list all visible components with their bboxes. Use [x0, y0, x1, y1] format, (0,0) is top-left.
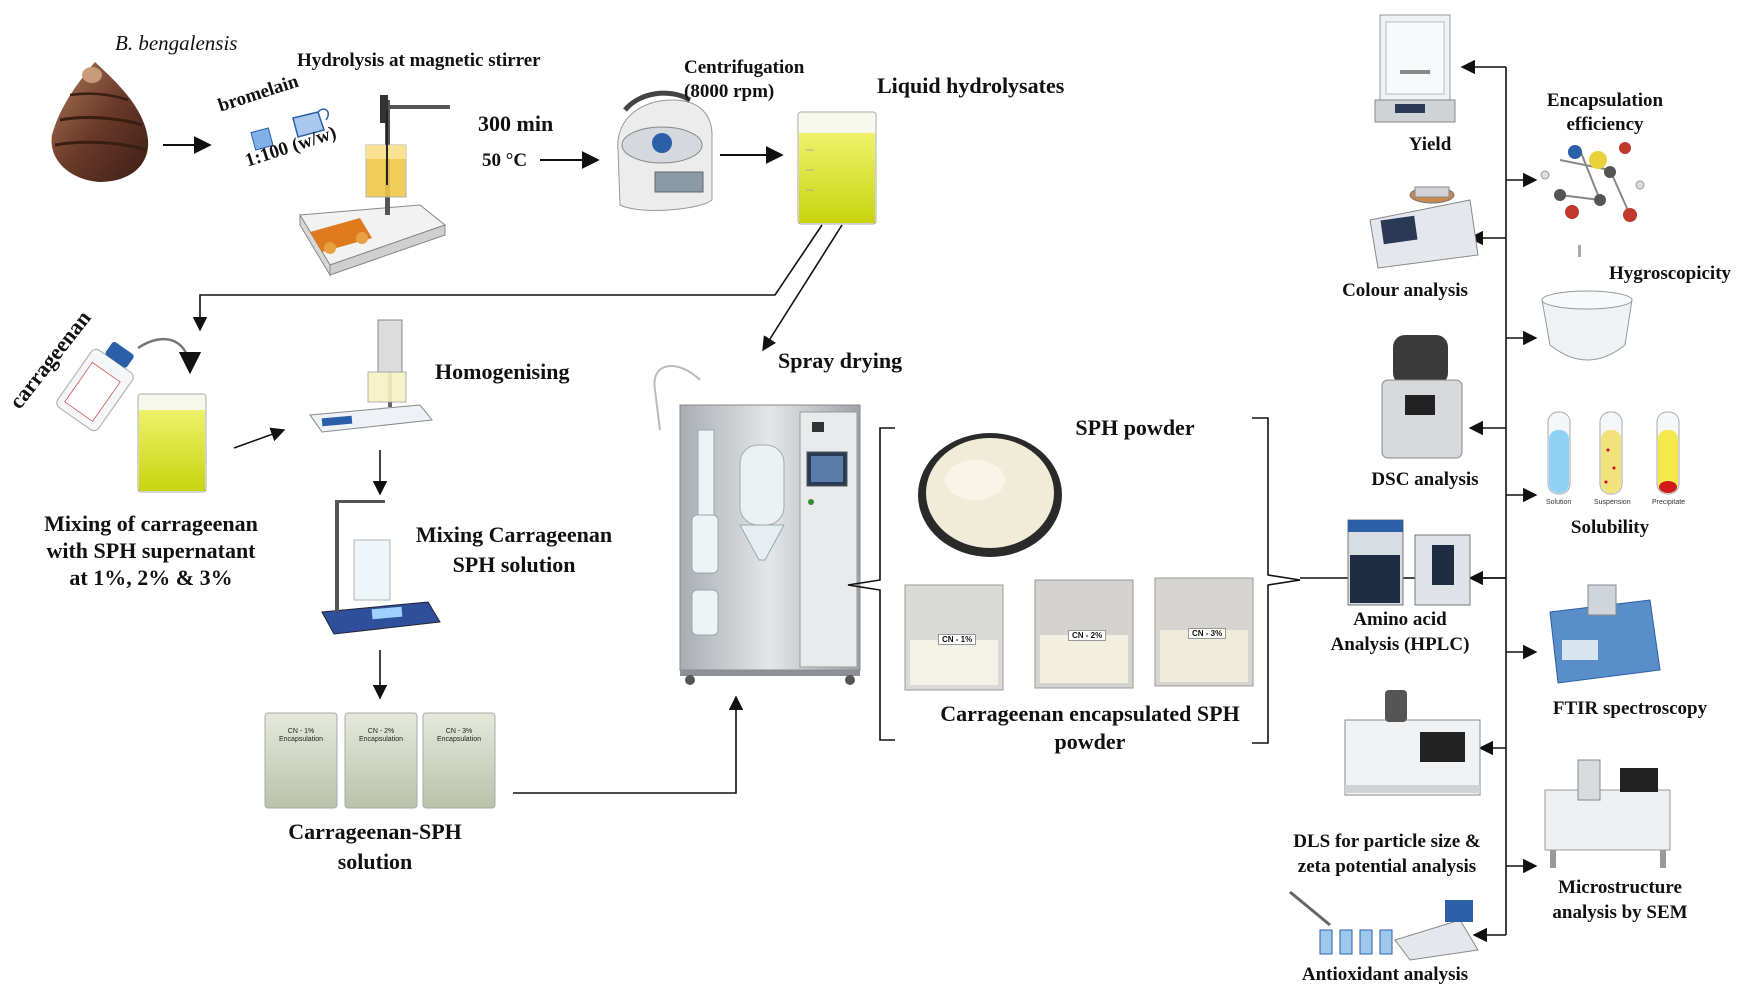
antioxidant-setup-image	[1289, 890, 1479, 961]
colorimeter-image	[1369, 186, 1479, 269]
left-bracket	[847, 427, 895, 741]
beaker-tag-3: CN - 3% Encapsulation	[435, 728, 483, 744]
mixing-label-line1: Mixing of carrageenan	[44, 511, 258, 536]
tube-label-solution: Solution	[1546, 499, 1572, 506]
molecule-image	[1540, 142, 1645, 222]
beaker-tag-1-line2: Encapsulation	[279, 736, 323, 743]
mixing-solution-line1: Mixing Carrageenan	[415, 522, 613, 547]
source-species-label: B. bengalensis	[115, 31, 238, 55]
beaker-tag-2-line2: Encapsulation	[359, 736, 403, 743]
ftir-label: FTIR spectroscopy	[1552, 698, 1708, 719]
bag-tag-1: CN - 1%	[938, 634, 977, 645]
centrifugation-speed: (8000 rpm)	[684, 81, 775, 102]
homogeniser-image	[309, 319, 433, 433]
arrow-hydrolysate-to-mixing	[192, 224, 823, 332]
beaker-tag-1-line1: CN - 1%	[287, 728, 315, 735]
bromelain-icon	[250, 108, 330, 151]
centrifuge-image	[617, 90, 713, 211]
hydrolysis-title: Hydrolysis at magnetic stirrer	[297, 50, 541, 71]
encapsulation-beakers-image	[264, 712, 496, 809]
solubility-label: Solubility	[1570, 517, 1650, 538]
arrow-hydrolysate-to-spray-drying	[762, 224, 843, 352]
mixing-solution-line2: SPH solution	[452, 552, 576, 577]
desiccator-image	[1541, 245, 1633, 361]
arrow-beakers-to-spray-dryer	[513, 695, 744, 794]
mixing-label-line3: at 1%, 2% & 3%	[69, 565, 233, 590]
bag-tag-2: CN - 2%	[1068, 630, 1107, 641]
yield-label: Yield	[1408, 134, 1452, 155]
dls-instrument-image	[1344, 690, 1481, 796]
tube-label-precipitate: Precipitate	[1652, 499, 1686, 506]
homogenising-label: Homogenising	[435, 359, 570, 384]
hplc-instrument-image	[1347, 519, 1471, 606]
spray-dryer-image	[653, 365, 861, 685]
dsc-analysis-label: DSC analysis	[1371, 469, 1479, 490]
encapsulation-efficiency-line2: efficiency	[1566, 114, 1644, 135]
amino-acid-label-line1: Amino acid	[1353, 609, 1447, 630]
hygroscopicity-label: Hygroscopicity	[1608, 263, 1732, 284]
tube-label-suspension: Suspension	[1594, 499, 1631, 506]
spray-drying-label: Spray drying	[778, 348, 903, 373]
carrageenan-bottle-image	[56, 337, 202, 432]
beaker-tag-2-line1: CN - 2%	[367, 728, 395, 735]
snail-shell-image	[51, 62, 149, 182]
beaker-tag-3-line2: Encapsulation	[437, 736, 481, 743]
dls-label-line1: DLS for particle size &	[1293, 831, 1481, 852]
encapsulated-powder-line1: Carrageenan encapsulated SPH	[940, 701, 1240, 726]
bag-tag-3: CN - 3%	[1188, 628, 1227, 639]
encapsulated-powder-line2: powder	[1054, 729, 1126, 754]
dsc-instrument-image	[1381, 335, 1463, 459]
encapsulation-efficiency-line1: Encapsulation	[1546, 90, 1664, 111]
hydrolysis-temperature: 50 °C	[482, 150, 528, 171]
centrifugation-label: Centrifugation	[684, 57, 805, 78]
colour-analysis-label: Colour analysis	[1342, 280, 1468, 301]
mixing-stirrer-image	[321, 500, 441, 635]
sem-label-line1: Microstructure	[1558, 877, 1682, 898]
dls-label-line2: zeta potential analysis	[1297, 856, 1477, 877]
liquid-hydrolysates-label: Liquid hydrolysates	[877, 73, 1065, 98]
antioxidant-label: Antioxidant analysis	[1301, 964, 1469, 985]
beaker-tag-3-line1: CN - 3%	[445, 728, 473, 735]
carrageenan-sph-line1: Carrageenan-SPH	[288, 819, 462, 844]
sem-instrument-image	[1544, 759, 1671, 868]
balance-image	[1374, 14, 1456, 123]
right-bracket	[1252, 417, 1301, 744]
beaker-tag-2: CN - 2% Encapsulation	[357, 728, 405, 744]
sph-powder-label: SPH powder	[1075, 415, 1195, 440]
hydrolysate-beaker-image	[797, 111, 877, 225]
beaker-tag-1: CN - 1% Encapsulation	[277, 728, 325, 744]
magnetic-stirrer-image	[299, 95, 450, 277]
solubility-tubes-image	[1547, 411, 1680, 495]
amino-acid-label-line2: Analysis (HPLC)	[1330, 634, 1470, 655]
mixing-label-line2: with SPH supernatant	[46, 538, 256, 563]
ftir-instrument-image	[1549, 584, 1661, 684]
analysis-spine	[1300, 59, 1538, 943]
mixing-beaker-image	[137, 393, 207, 493]
sph-powder-dish-image	[918, 433, 1062, 557]
arrow-mixing-to-homogeniser	[233, 427, 286, 449]
hydrolysis-time: 300 min	[478, 111, 554, 136]
sem-label-line2: analysis by SEM	[1552, 902, 1688, 923]
carrageenan-sph-line2: solution	[337, 849, 413, 874]
